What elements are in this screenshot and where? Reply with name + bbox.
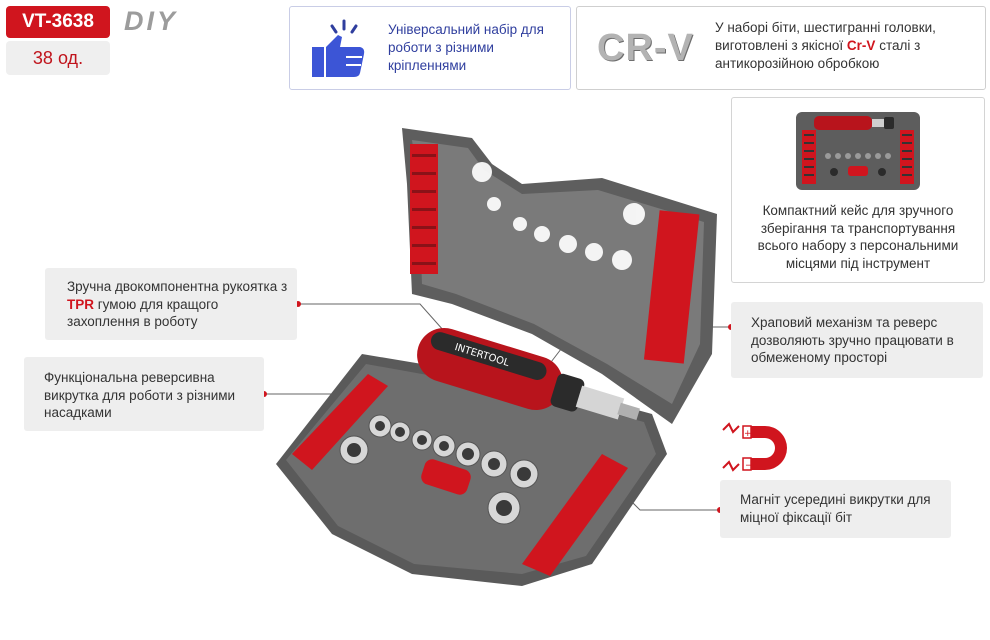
feature-universal-card: Універсальний набір для роботи з різними…: [289, 6, 571, 90]
series-logo: DIY: [124, 6, 179, 36]
feature-case-card: Компактний кейс для зручного зберігання …: [731, 97, 985, 283]
case-thumbnail: [796, 112, 920, 190]
feature-material-card: CR-V У наборі біти, шестигранні головки,…: [576, 6, 986, 90]
callout-handle-text: Зручна двокомпонентна рукоятка з TPR гум…: [67, 279, 288, 329]
tpr-highlight: TPR: [67, 296, 94, 312]
callout-handle: Зручна двокомпонентна рукоятка з TPR гум…: [45, 268, 297, 340]
callout-reversible-text: Функціональна реверсивна викрутка для ро…: [44, 370, 236, 420]
callout-magnet: Магніт усередині викрутки для міцної фік…: [720, 480, 951, 538]
feature-case-text: Компактний кейс для зручного зберігання …: [757, 203, 959, 271]
callout-ratchet-text: Храповий механізм та реверс дозволяють з…: [751, 315, 954, 365]
crv-highlight: Cr-V: [846, 38, 876, 53]
svg-text:−: −: [745, 461, 753, 471]
callout-magnet-text: Магніт усередині викрутки для міцної фік…: [740, 492, 931, 525]
svg-text:+: +: [744, 429, 752, 439]
item-count: 38 од.: [32, 47, 84, 68]
thumbs-up-icon: [312, 19, 365, 77]
callout-reversible: Функціональна реверсивна викрутка для ро…: [24, 357, 264, 431]
callout-ratchet: Храповий механізм та реверс дозволяють з…: [731, 302, 983, 378]
item-count-badge: 38 од.: [6, 41, 110, 75]
feature-material-text: У наборі біти, шестигранні головки, виго…: [715, 20, 936, 71]
product-image: INTERTOOL: [276, 128, 717, 586]
model-code: VT-3638: [22, 11, 94, 32]
magnet-icon: + −: [722, 422, 787, 472]
feature-universal-text: Універсальний набір для роботи з різними…: [388, 22, 544, 73]
crv-logo: CR-V: [597, 27, 694, 69]
model-code-badge: VT-3638: [6, 6, 110, 38]
